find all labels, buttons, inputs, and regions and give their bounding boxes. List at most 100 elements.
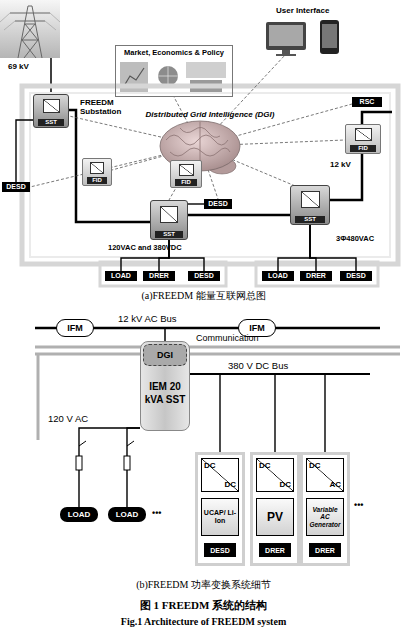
- ellipsis-mark: •••: [152, 508, 161, 518]
- node-text: AC: [329, 480, 341, 489]
- desd-badge: DESD: [2, 182, 30, 192]
- node-text: IFM: [249, 323, 265, 333]
- transmission-tower: [0, 13, 60, 30]
- desd-badge: DESD: [204, 199, 232, 209]
- connector: [310, 225, 356, 271]
- substation-frame: [256, 262, 378, 286]
- load-badge: LOAD: [60, 507, 98, 522]
- node-text: FID: [350, 145, 376, 152]
- connector-group: [190, 374, 220, 458]
- source-box: UCAP/ Li-Ion: [201, 498, 239, 536]
- node-text: Variable AC Generator: [307, 506, 343, 529]
- resource-group: DRER DCDC PV: [250, 452, 300, 566]
- desd-badge: DESD: [188, 271, 220, 281]
- connector-group: [310, 225, 356, 271]
- subfigure-caption: (a)FREEDM 能量互联网总图: [0, 289, 407, 303]
- converter-box: DC DC: [201, 458, 239, 492]
- node-text: DC: [224, 480, 236, 489]
- communication-bus: [35, 347, 400, 440]
- node-text: SST: [295, 216, 325, 223]
- feeder-line: [51, 58, 52, 94]
- connector-group: [190, 374, 275, 458]
- feeder-line: [50, 58, 52, 94]
- connector: [79, 428, 140, 507]
- sst-icon: SST: [150, 200, 188, 240]
- sst-box: IEM 20 kVA SST DGI: [140, 341, 190, 431]
- ac-bus-12kv: [164, 328, 166, 341]
- node-text: SST: [155, 231, 183, 238]
- node-text: DESD: [204, 543, 236, 557]
- node-text: DRER: [259, 543, 291, 557]
- user-interface-icons: [320, 20, 339, 54]
- node-text: FID: [175, 179, 197, 186]
- resource-group: DRER DC AC Variable AC Generator: [300, 452, 350, 566]
- node-text: DRER: [309, 543, 341, 557]
- ellipsis-mark: •••: [354, 500, 363, 510]
- ui-label: User Interface: [276, 6, 329, 15]
- fuse-symbol: [79, 441, 86, 446]
- node-text: PV: [266, 511, 284, 524]
- fid-icon: FID: [345, 124, 381, 154]
- connector-group: [188, 204, 204, 205]
- user-interface-icons: [266, 22, 306, 50]
- sst-icon: SST: [290, 185, 330, 225]
- connector-group: [79, 428, 140, 507]
- node-text: DC: [204, 461, 216, 470]
- node-text: LOAD: [111, 272, 131, 280]
- subfigure-caption: (b)FREEDM 功率变换系统细节: [0, 578, 407, 592]
- node-text: SST: [38, 119, 64, 126]
- figure-caption-english: Fig.1 Architecture of FREEDM system: [0, 616, 407, 627]
- node-text: DGI: [157, 350, 173, 360]
- node-text: RSC: [360, 98, 375, 106]
- node-text: LOAD: [268, 272, 288, 280]
- rsc-badge: RSC: [352, 97, 382, 107]
- figure-caption: 图 1 FREEDM 系统的结构: [0, 598, 407, 613]
- user-interface-icons: [322, 24, 337, 48]
- market-illustration: [124, 68, 144, 86]
- node-text: DC: [279, 480, 291, 489]
- connector-group: [278, 225, 310, 271]
- node-text: IEM 20 kVA SST: [141, 380, 189, 406]
- fuse-symbol: [124, 456, 130, 470]
- connector-group: [190, 374, 325, 458]
- load-badge: LOAD: [105, 271, 137, 281]
- transmission-tower: [0, 0, 60, 58]
- transmission-tower: [10, 6, 50, 58]
- transmission-tower: [0, 0, 60, 58]
- voltage-label: 69 kV: [8, 62, 29, 71]
- load-badge: LOAD: [262, 271, 294, 281]
- node-text: DC: [309, 461, 321, 470]
- node-text: Market, Economics & Policy: [116, 48, 232, 57]
- sst-icon: SST: [33, 94, 69, 128]
- fuse-symbol: [127, 441, 134, 446]
- dgi-label: Distributed Grid Intelligence (DGI): [130, 110, 290, 119]
- node-text: DRER: [149, 272, 169, 280]
- node-text: DESD: [208, 200, 227, 208]
- connector: [190, 374, 325, 458]
- connector: [188, 203, 204, 204]
- substation-label: FREEDM Substation: [80, 98, 128, 116]
- node-text: LOAD: [116, 510, 139, 519]
- source-box: PV: [256, 498, 294, 536]
- fid-icon: FID: [170, 160, 202, 188]
- fid-icon: FID: [82, 158, 112, 186]
- node-text: UCAP/ Li-Ion: [202, 509, 238, 525]
- node-text: DESD: [6, 183, 25, 191]
- bus-label: 380 V DC Bus: [228, 360, 288, 371]
- market-illustration: [186, 62, 226, 78]
- connector: [278, 225, 310, 271]
- desd-badge: DESD: [340, 271, 372, 281]
- drer-badge: DRER: [143, 271, 175, 281]
- connector-group: [16, 120, 33, 182]
- node-text: DRER: [306, 272, 326, 280]
- connector: [190, 374, 275, 458]
- converter-box: DCDC: [256, 458, 294, 492]
- market-illustration: [158, 66, 178, 86]
- node-text: LOAD: [68, 510, 91, 519]
- node-text: DESD: [194, 272, 213, 280]
- market-box: Market, Economics & Policy: [115, 45, 233, 97]
- node-text: DESD: [346, 272, 365, 280]
- ifm-box: IFM: [56, 319, 94, 337]
